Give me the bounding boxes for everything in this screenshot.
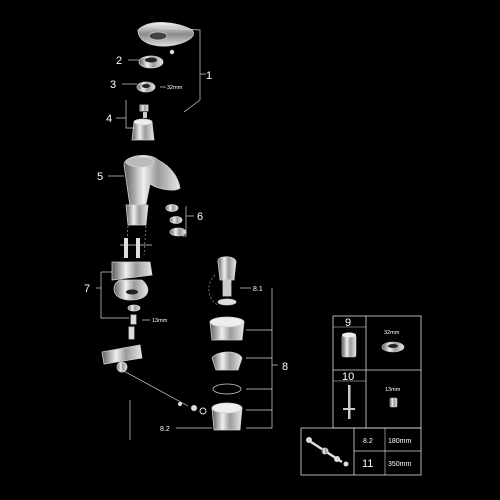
part-8-popup-waste xyxy=(208,256,245,431)
callout-2: 2 xyxy=(116,55,122,67)
callout-1: 1 xyxy=(206,70,212,82)
callout-6: 6 xyxy=(197,211,203,223)
part-3-nut xyxy=(136,81,156,93)
dimension-32mm: 32mm xyxy=(167,85,183,91)
callout-8-2: 8.2 xyxy=(160,426,170,433)
table-row-9-size: 32mm xyxy=(384,330,400,336)
drain-link-assembly xyxy=(101,344,207,440)
lever-handle xyxy=(137,22,194,55)
spare-parts-table: 9 32mm 10 13mm xyxy=(332,315,422,429)
fixing-rod-10-icon xyxy=(343,385,355,419)
callout-8: 8 xyxy=(282,361,288,373)
part-2-cap xyxy=(138,55,164,69)
dimension-13mm: 13mm xyxy=(152,318,168,324)
part-7-fixing-set xyxy=(111,261,153,340)
nut-32mm-icon xyxy=(381,341,405,353)
hose-icon xyxy=(306,437,349,467)
part-6-aerator xyxy=(165,204,187,237)
table-row-8-2-label: 8.2 xyxy=(363,438,373,445)
callout-5: 5 xyxy=(97,171,103,183)
part-5-mixer-body xyxy=(123,155,181,226)
table-row-10-label: 10 xyxy=(342,371,354,383)
table-row-10-size: 13mm xyxy=(385,387,401,393)
table-row-9-label: 9 xyxy=(345,317,351,329)
table-row-11-size: 350mm xyxy=(388,461,412,468)
callout-7: 7 xyxy=(84,283,90,295)
grub-screw xyxy=(169,49,175,55)
table-row-8-2-size: 180mm xyxy=(388,438,412,445)
callout-3: 3 xyxy=(110,79,116,91)
cartridge-9-icon xyxy=(341,332,357,358)
nut-13mm-icon xyxy=(389,397,398,408)
hose-length-table: 8.2 180mm 11 350mm xyxy=(300,427,422,476)
table-row-11-label: 11 xyxy=(362,458,373,470)
callout-8-1: 8.1 xyxy=(253,286,263,293)
part-4-cartridge xyxy=(131,104,155,141)
callout-4: 4 xyxy=(106,113,112,125)
flexible-hoses xyxy=(120,225,152,258)
callout-leaders xyxy=(96,27,278,429)
